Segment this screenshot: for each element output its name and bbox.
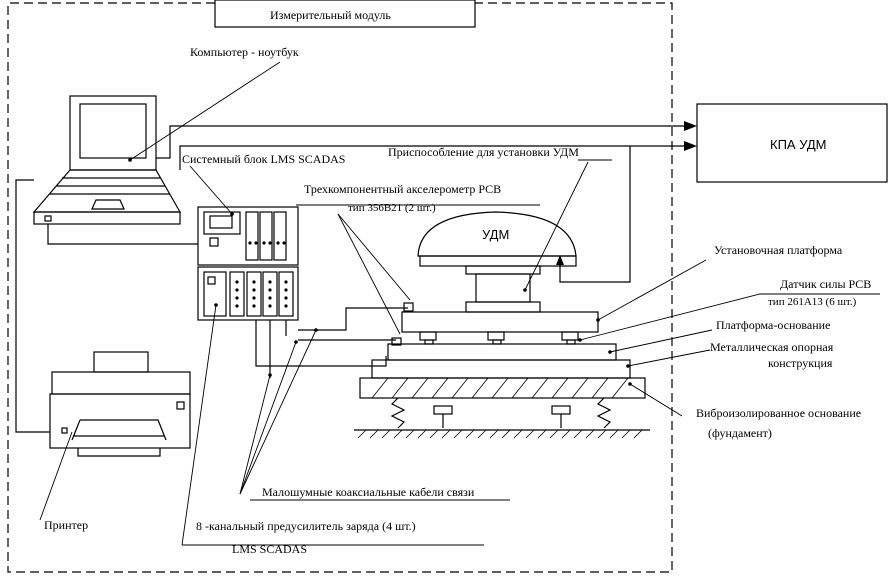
vibro-base-label-line1: Виброизолированное основание — [696, 406, 862, 420]
cable-accel-1 — [298, 307, 408, 331]
install-platform — [401, 311, 599, 333]
laptop-to-kpa-line-2 — [179, 145, 690, 170]
accelerometers — [391, 302, 414, 346]
base-platform — [387, 343, 617, 361]
printer-label: Принтер — [44, 518, 89, 532]
install-platform-label: Установочная платформа — [714, 243, 843, 257]
cable-sensors — [255, 320, 387, 367]
preamp-label-line1: 8 -канальный предусилитель заряда (4 шт.… — [196, 519, 416, 533]
leader-lines — [39, 61, 880, 546]
cables-label: Малошумные коаксиальные кабели связи — [262, 485, 475, 499]
preamp-label-line2: LMS SCADAS — [232, 542, 308, 556]
laptop-label: Компьютер - ноутбук — [190, 45, 299, 59]
udm-to-kpa-line — [559, 146, 631, 283]
accelerometer-label-line2: тип 356В21 (2 шт.) — [348, 202, 436, 214]
scadas-indicator-dots — [235, 241, 288, 308]
laptop-icon — [32, 95, 182, 225]
base-platform-label: Платформа-основание — [716, 318, 831, 332]
vibro-base-label-line2: (фундамент) — [708, 426, 772, 440]
metal-structure-label-line2: конструкция — [768, 356, 833, 370]
printer-icon — [49, 351, 191, 457]
accelerometer-label-line1: Трехкомпонентный акселерометр PCB — [304, 182, 502, 196]
fixture-label: Приспособление для установки УДМ — [388, 145, 579, 159]
force-sensors — [419, 331, 579, 345]
metal-structure — [371, 359, 631, 379]
module-boundary — [7, 2, 673, 573]
ground-hatch — [357, 429, 643, 439]
module-title: Измерительный модуль — [270, 8, 391, 22]
arrowheads — [684, 121, 697, 151]
udm-label: УДМ — [482, 227, 510, 242]
leader-dots — [128, 158, 632, 386]
vibro-base-hatch — [371, 377, 629, 399]
laptop-to-kpa-line-1 — [156, 125, 690, 159]
force-sensor-label-line2: тип 261А13 (6 шт.) — [768, 296, 857, 308]
udm-arrowhead — [556, 255, 564, 265]
metal-structure-label-line1: Металлическая опорная — [710, 340, 834, 354]
kpa-udm-label: КПА УДМ — [770, 137, 827, 152]
scadas-system-label: Системный блок LMS SCADAS — [182, 152, 346, 166]
force-sensor-label-line1: Датчик силы PCB — [780, 277, 872, 291]
module-title-box — [214, 0, 476, 28]
kpa-udm-box — [696, 103, 888, 183]
vibro-base — [359, 377, 646, 399]
laptop-to-printer-line — [15, 179, 50, 433]
scadas-system-unit — [197, 206, 299, 321]
springs-and-dampers — [390, 397, 612, 429]
laptop-to-scadas-line — [47, 224, 198, 245]
